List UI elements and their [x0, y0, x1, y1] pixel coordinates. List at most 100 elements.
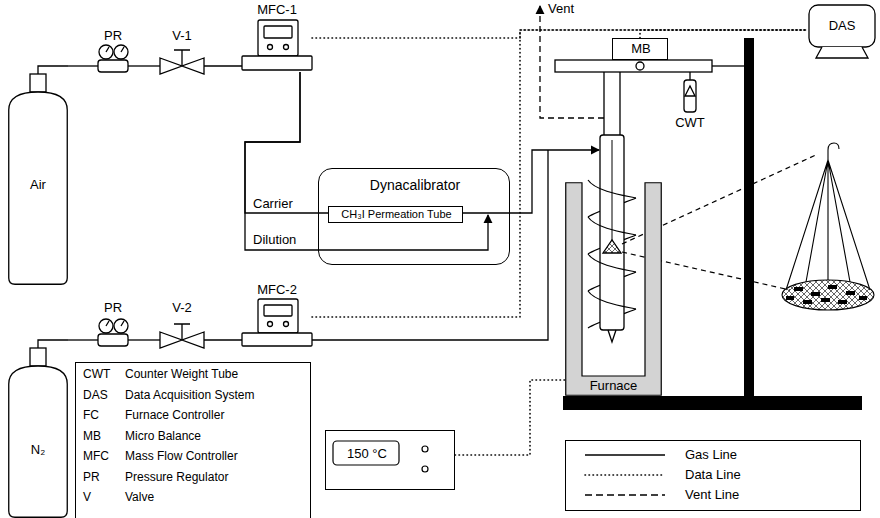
heating-coil-front	[588, 217, 636, 235]
abbreviation: FC	[83, 408, 99, 422]
mass-flow-controller-symbol	[268, 322, 273, 327]
cylinder-neck	[30, 348, 46, 366]
node-label: PR	[104, 300, 122, 315]
node-label: Dynacalibrator	[370, 177, 460, 194]
valve-symbol	[160, 50, 204, 348]
sample-basket-zoom	[794, 287, 803, 291]
gas-line	[38, 66, 68, 74]
pressure-regulator: PR	[98, 28, 128, 74]
node-label: DAS	[829, 18, 856, 33]
cyl-outline	[8, 334, 68, 518]
balance-beam	[712, 65, 744, 66]
node-label: Air	[30, 177, 46, 192]
data-line	[312, 30, 808, 317]
sample-basket-zoom	[859, 296, 867, 300]
pressure-regulator-symbol	[98, 45, 128, 346]
node-label: Furnace	[590, 378, 638, 393]
node-label: 150 °C	[347, 446, 387, 461]
gas-line	[245, 72, 318, 250]
legend-label: Vent Line	[685, 487, 739, 502]
vent-label: Vent	[548, 1, 574, 16]
mass-flow-controller-symbol	[264, 305, 292, 316]
cylinder-body	[9, 92, 68, 284]
cylinder-body	[9, 366, 68, 517]
balance-beam	[684, 80, 696, 112]
mass-flow-controller-symbol	[242, 20, 312, 346]
mass-flow-controller: MFC-2	[242, 282, 312, 346]
abbreviation: DAS	[83, 388, 108, 402]
gas-line	[68, 65, 98, 66]
mass-flow-controller-symbol	[242, 56, 312, 70]
sample-basket-zoom	[782, 280, 874, 310]
mass-flow-controller-symbol	[258, 299, 298, 333]
pressure-regulator-symbol	[98, 60, 128, 72]
cyl-outline	[8, 60, 68, 285]
abbreviation-meaning: Pressure Regulator	[125, 470, 228, 484]
abbreviation-meaning: Micro Balance	[125, 429, 201, 443]
abbreviation: V	[83, 490, 91, 504]
stand	[563, 38, 862, 410]
node-label: N₂	[31, 442, 45, 457]
sample-basket-zoom	[846, 291, 855, 295]
das-body	[809, 5, 875, 47]
counterweight-tube: CWT	[672, 78, 708, 132]
furnace: Furnace	[565, 182, 662, 396]
legend-sample	[585, 494, 665, 495]
heating-coil-front	[588, 291, 636, 309]
legend-label: Data Line	[685, 467, 741, 482]
stand	[563, 396, 862, 410]
legend-sample	[585, 474, 665, 476]
abbreviation-meaning: Furnace Controller	[125, 408, 224, 422]
sample-basket-zoom	[821, 298, 830, 302]
sample-column	[604, 72, 620, 135]
stand	[744, 38, 754, 396]
node-label: CH₃I Permeation Tube	[341, 208, 451, 221]
gas-line	[128, 65, 160, 66]
gas-line	[204, 339, 242, 340]
balance-beam	[689, 72, 690, 80]
node-label: MFC-1	[257, 2, 297, 17]
controller-display	[422, 466, 428, 472]
furnace-wall	[566, 183, 662, 396]
heating-coil-front	[588, 180, 636, 198]
valve-symbol	[174, 324, 190, 340]
sample-basket-zoom	[838, 300, 847, 304]
calibrator-box: DynacalibratorCH₃I Permeation Tube	[318, 168, 510, 265]
abbreviation: MB	[83, 429, 101, 443]
mass-flow-controller-symbol	[284, 45, 289, 50]
gas-line	[312, 150, 599, 340]
sample-column	[603, 240, 621, 253]
controller-display	[422, 446, 428, 452]
mass-flow-controller-symbol	[258, 20, 298, 56]
data-line	[455, 380, 565, 455]
abbreviation-box	[76, 363, 311, 518]
balance-beam	[555, 60, 744, 112]
gas-line	[38, 340, 68, 348]
legend-label: Gas Line	[685, 447, 737, 462]
legend-box	[566, 441, 861, 511]
pressure-regulator-symbol	[106, 47, 124, 52]
sample-basket-zoom	[811, 292, 820, 296]
pressure-regulator: PR	[98, 300, 128, 347]
permeation-tube: CH₃I Permeation Tube	[328, 206, 463, 223]
sample-basket-zoom	[782, 143, 874, 310]
abbreviation: PR	[83, 470, 100, 484]
balance-beam	[685, 86, 695, 96]
mass-flow-controller-symbol	[284, 322, 289, 327]
data-acquisition-system: DAS	[808, 4, 876, 60]
gas-line	[68, 339, 98, 340]
gas-line	[204, 65, 242, 66]
abbreviation-meaning: Data Acquisition System	[125, 388, 254, 402]
node-label: V-2	[172, 300, 192, 315]
mass-flow-controller: MFC-1	[242, 2, 312, 72]
balance-beam	[636, 62, 644, 70]
abbreviation-box	[76, 363, 311, 518]
data-line	[312, 30, 808, 38]
valve-symbol	[174, 50, 190, 66]
sample-basket-zoom	[786, 296, 794, 300]
node-label: CWT	[675, 115, 705, 130]
node-label: MFC-2	[257, 282, 297, 297]
gas-line	[312, 150, 548, 340]
edge-label: Dilution	[252, 232, 297, 247]
